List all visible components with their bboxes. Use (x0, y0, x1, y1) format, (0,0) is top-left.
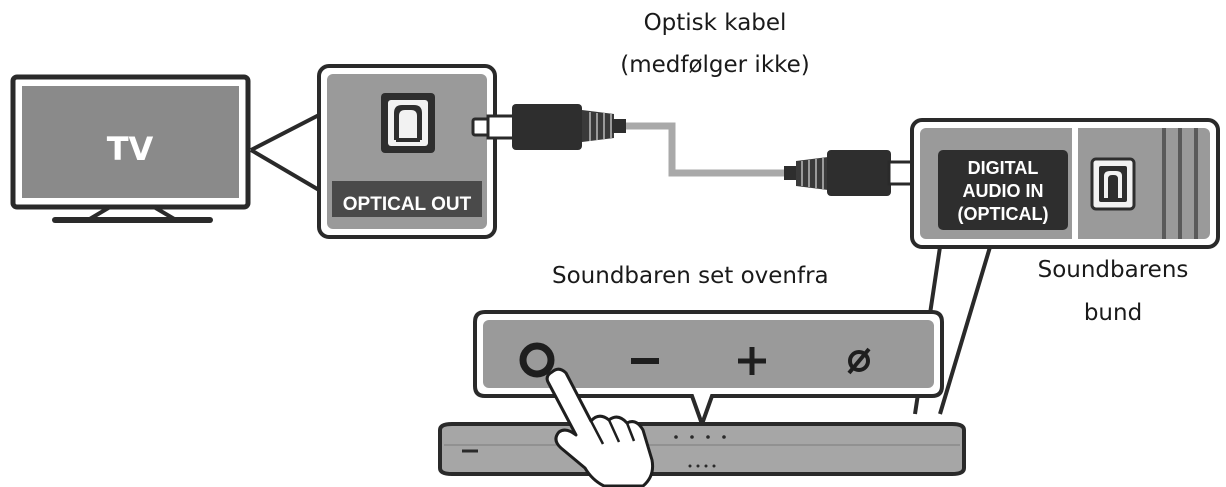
soundbar-top-caption: Soundbaren set ovenfra (552, 263, 829, 289)
tv-screen (22, 86, 239, 198)
cable-caption-line2: (medfølger ikke) (620, 52, 810, 78)
digital-audio-in-label-3: (OPTICAL) (958, 204, 1049, 224)
optical-cable (625, 122, 786, 177)
digital-audio-in-port-icon (1090, 157, 1136, 211)
optical-out-label: OPTICAL OUT (343, 194, 472, 215)
mute-button[interactable] (847, 347, 871, 375)
soundbar-bottom-caption-line1: Soundbarens (1037, 257, 1189, 283)
soundbar-top-panel (473, 310, 944, 430)
pointing-hand-icon (545, 367, 655, 487)
soundbar-top-buttons-dots (674, 435, 726, 439)
cable-connector-left (471, 104, 626, 150)
soundbar (438, 422, 966, 476)
tv: TV (10, 74, 251, 223)
soundbar-bottom-caption-line2: bund (1083, 300, 1143, 326)
tv-label: TV (107, 130, 154, 168)
cable-caption-line1: Optisk kabel (643, 10, 787, 36)
soundbar-front-dots (688, 464, 716, 468)
optical-out-panel: OPTICAL OUT (317, 64, 497, 239)
digital-audio-in-label-1: DIGITAL (968, 158, 1039, 178)
tv-callout-lines (249, 113, 321, 192)
soundbar-bottom-panel: DIGITAL AUDIO IN (OPTICAL) (910, 118, 1220, 249)
volume-up-button[interactable] (738, 347, 766, 375)
digital-audio-in-label-2: AUDIO IN (963, 181, 1044, 201)
optical-port-icon (381, 93, 435, 153)
power-source-button[interactable] (519, 342, 555, 378)
cable-connector-right (784, 150, 930, 196)
